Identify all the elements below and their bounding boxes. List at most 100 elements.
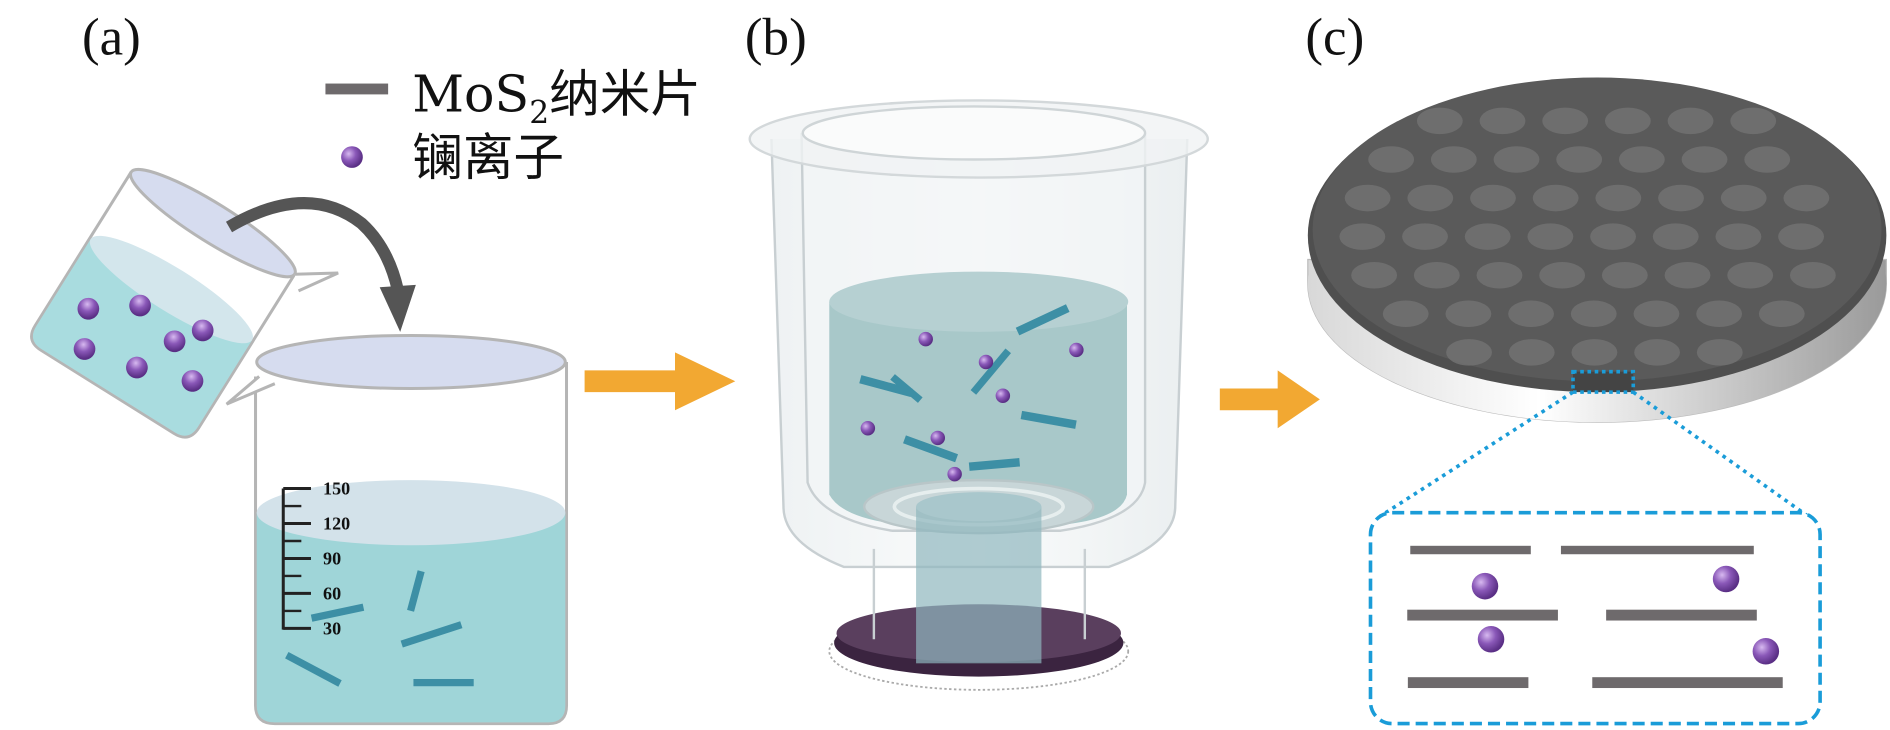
mos2-nanosheet-icon <box>407 570 425 612</box>
scale-label: 30 <box>323 618 341 638</box>
membrane-pore-icon <box>1339 223 1386 250</box>
nanosheet-legend-label: MoS2纳米片 <box>412 64 701 131</box>
membrane-pore-icon <box>1570 300 1617 328</box>
mos2-nanosheet-icon <box>285 652 342 687</box>
membrane-pore-icon <box>1539 261 1586 289</box>
mos2-nanosheet-icon <box>1592 677 1783 689</box>
membrane-pore-icon <box>1382 300 1429 328</box>
zoom-callout <box>1368 369 1822 726</box>
lanthanum-ion-icon <box>978 354 994 370</box>
membrane-pore-icon <box>1730 107 1777 135</box>
lanthanum-ion-icon <box>1069 342 1084 358</box>
membrane-pore-icon <box>1542 107 1589 135</box>
process-arrow-2-icon <box>1219 370 1320 429</box>
membrane-pore-icon <box>1696 300 1743 328</box>
lanthanum-ion-icon <box>73 338 96 360</box>
lanthanum-ion-icon <box>947 466 962 482</box>
membrane-pore-icon <box>1344 184 1391 212</box>
ion-legend-label: 镧离子 <box>412 128 564 187</box>
scale-label: 60 <box>323 583 341 603</box>
membrane-pore-icon <box>1778 223 1824 250</box>
mos2-nanosheet-icon <box>1407 677 1529 689</box>
membrane-pore-icon <box>1667 107 1714 135</box>
membrane-pore-icon <box>1416 107 1463 135</box>
zoom-box <box>1368 510 1822 726</box>
membrane-pore-icon <box>1479 107 1526 135</box>
lanthanum-ion-icon <box>163 330 186 353</box>
lanthanum-ion-icon <box>918 331 933 347</box>
lanthanum-ion-icon <box>1712 565 1740 593</box>
lanthanum-ion-icon <box>995 388 1011 403</box>
lanthanum-ion-icon <box>191 319 214 342</box>
mos2-nanosheet-icon <box>903 435 959 463</box>
legend: MoS2纳米片 镧离子 <box>325 64 701 187</box>
process-arrow-1-icon <box>584 352 736 411</box>
pour-arrow-icon <box>225 197 404 292</box>
lanthanum-ion-icon <box>129 294 151 317</box>
membrane-pore-icon <box>1446 339 1492 366</box>
mos2-nanosheet-icon <box>1020 410 1077 429</box>
mos2-nanosheet-icon <box>1407 609 1558 621</box>
volume-scale: 150 120 90 60 30 <box>281 479 350 638</box>
membrane-pore-icon <box>1634 339 1680 366</box>
membrane-pore-icon <box>1351 261 1398 289</box>
mos2-nanosheet-icon <box>413 678 474 687</box>
membrane-pore-icon <box>1532 184 1579 212</box>
membrane-pore-icon <box>1407 184 1454 212</box>
mos2-nanosheet-icon <box>1410 545 1531 555</box>
membrane-pore-icon <box>1368 146 1415 173</box>
membrane-pore-icon <box>1696 339 1743 366</box>
membrane-pore-icon <box>1430 146 1477 173</box>
scale-label: 120 <box>323 514 350 534</box>
filtration-funnel <box>748 99 1209 691</box>
panel-label-a: (a) <box>82 9 141 67</box>
lanthanum-ion-icon <box>1477 625 1505 653</box>
nanosheet-legend-icon <box>325 83 389 95</box>
membrane-pore-icon <box>1601 261 1648 289</box>
lanthanum-ion-icon <box>77 297 100 320</box>
membrane-pore-icon <box>1476 261 1523 289</box>
mos2-nanosheet-icon <box>1560 545 1754 555</box>
membrane-pore-icon <box>1464 223 1511 250</box>
lanthanum-ion-icon <box>1752 638 1780 665</box>
mos2-nanosheet-icon <box>890 374 923 403</box>
pour-arrowhead-icon <box>379 284 416 332</box>
ion-legend-icon <box>341 146 363 168</box>
membrane-pore-icon <box>1556 146 1603 173</box>
membrane-pore-icon <box>1604 107 1651 135</box>
membrane-pore-icon <box>1789 261 1836 289</box>
scale-label: 90 <box>323 548 341 568</box>
membrane-pore-icon <box>1681 146 1728 173</box>
panel-label-c: (c) <box>1305 9 1364 67</box>
membrane-pore-icon <box>1508 300 1554 328</box>
tilted-beaker <box>30 167 339 439</box>
mos2-nanosheet-icon <box>400 621 463 648</box>
membrane-pore-icon <box>1758 300 1805 328</box>
mos2-nanosheet-icon <box>968 458 1021 471</box>
mos2-nanosheet-icon <box>310 603 365 622</box>
membrane-pore-icon <box>1783 184 1830 212</box>
membrane-pore-icon <box>1402 223 1448 250</box>
membrane-pore-icon <box>1571 339 1618 366</box>
scale-label: 150 <box>323 479 350 499</box>
panel-label-b: (b) <box>745 9 807 67</box>
membrane-pore-icon <box>1744 146 1791 173</box>
membrane-pore-icon <box>1652 223 1699 250</box>
membrane-pore-icon <box>1445 300 1492 328</box>
membrane-pore-icon <box>1493 146 1540 173</box>
membrane-pore-icon <box>1633 300 1680 328</box>
membrane-pore-icon <box>1715 223 1762 250</box>
membrane-pore-icon <box>1508 339 1555 366</box>
membrane-pore-icon <box>1413 261 1460 289</box>
lanthanum-ion-icon <box>1471 572 1499 600</box>
mos2-nanosheet-icon <box>1606 609 1757 621</box>
membrane-pore-icon <box>1595 184 1642 212</box>
lanthanum-ion-icon <box>126 356 148 379</box>
membrane-pore-icon <box>1727 261 1774 289</box>
membrane-pore-icon <box>1527 223 1574 250</box>
mos2-nanosheet-icon <box>859 375 913 398</box>
membrane-pore-icon <box>1618 146 1665 173</box>
membrane-pore-icon <box>1720 184 1767 212</box>
membrane-pore-icon <box>1658 184 1704 212</box>
